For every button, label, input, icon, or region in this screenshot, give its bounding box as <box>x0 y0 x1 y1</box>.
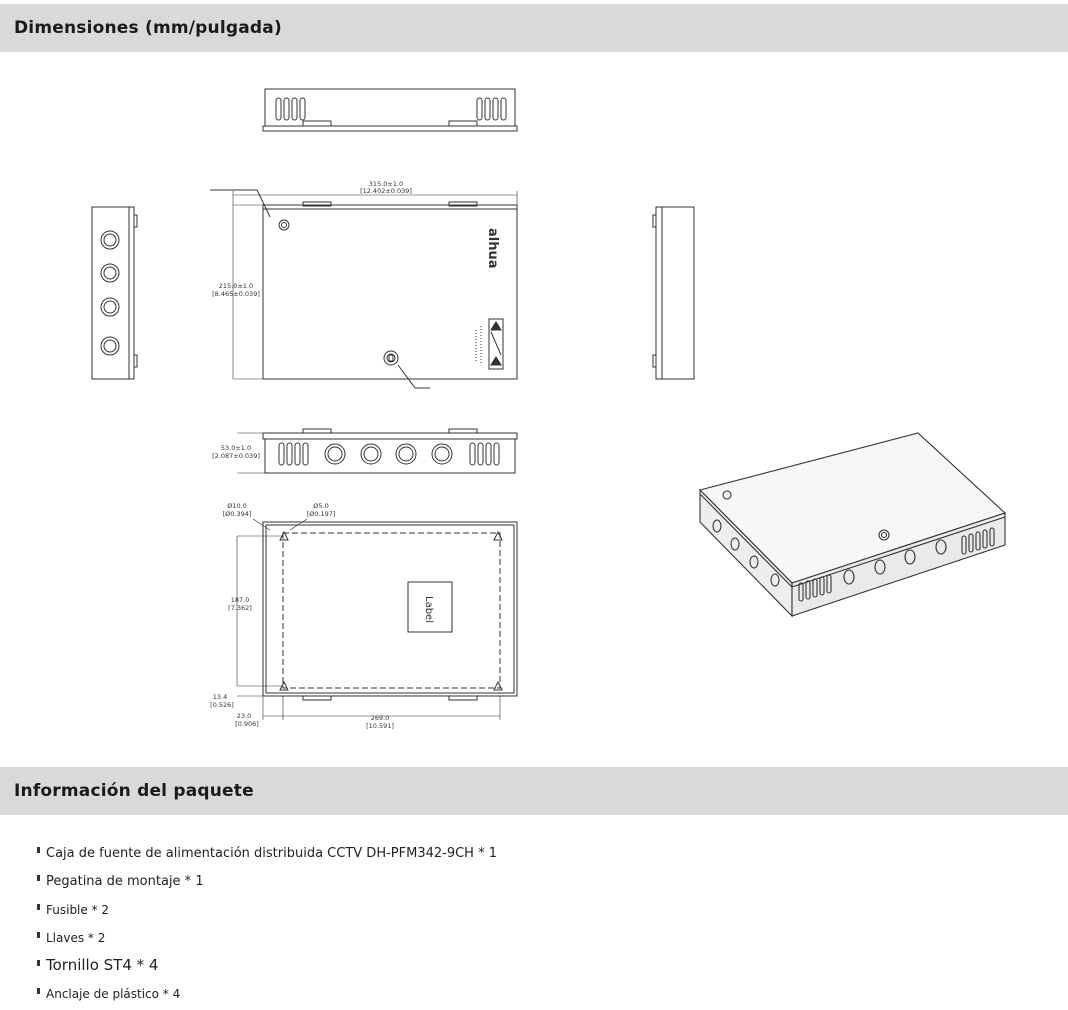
hole2-dim-inch-text: [Ø0.197] <box>307 510 336 518</box>
section-title: Información del paquete <box>14 781 254 801</box>
hole2-dim-text: Ø5.0 <box>313 502 328 510</box>
brand-logo-text: alhua <box>485 228 500 269</box>
depth-dim-text: 53.0±1.0 <box>221 444 251 452</box>
mount-width-dim-text: 269.0 <box>371 714 390 722</box>
bullet-icon <box>37 932 40 938</box>
section-title: Dimensiones (mm/pulgada) <box>14 18 282 38</box>
front-view <box>210 189 518 389</box>
list-item: Tornillo ST4 * 4 <box>37 956 158 974</box>
vent-slots-right <box>476 97 507 121</box>
dimension-drawing: 315.0±1.0 [12.402±0.039] 215.0±1.0 [8.46… <box>0 52 1068 762</box>
bullet-icon <box>37 904 40 910</box>
front-dim-lines <box>232 191 518 380</box>
section-header-dimensions: Dimensiones (mm/pulgada) <box>0 4 1068 52</box>
vent-slots-left <box>275 97 306 121</box>
bullet-icon <box>37 847 40 853</box>
list-item: Llaves * 2 <box>37 931 105 945</box>
label-text: Label <box>423 596 434 623</box>
bullet-icon <box>37 875 40 881</box>
list-item: Anclaje de plástico * 4 <box>37 987 180 1001</box>
isometric-view <box>698 432 1007 618</box>
section-header-package: Información del paquete <box>0 767 1068 815</box>
bottom-offset-dim-inch-text: [0.526] <box>210 701 234 709</box>
height-dim-text: 215.0±1.0 <box>219 282 253 290</box>
bullet-icon <box>37 960 40 966</box>
list-item: Pegatina de montaje * 1 <box>37 874 204 889</box>
bottom-offset-dim-text: 13.4 <box>213 693 227 701</box>
list-item: Caja de fuente de alimentación distribui… <box>37 846 497 861</box>
list-item: Fusible * 2 <box>37 903 109 917</box>
depth-dim-inch-text: [2.087±0.039] <box>212 452 260 460</box>
height-dim-inch-text: [8.465±0.039] <box>212 290 260 298</box>
hole1-dim-text: Ø10.0 <box>227 502 247 510</box>
bullet-icon <box>37 988 40 994</box>
right-side-view <box>652 206 695 380</box>
technical-drawing-svg: 315.0±1.0 [12.402±0.039] 215.0±1.0 [8.46… <box>91 88 1007 730</box>
mount-height-dim-text: 187.0 <box>231 596 250 604</box>
rear-mounting-view <box>236 518 518 720</box>
hole1-dim-inch-text: [Ø0.394] <box>223 510 252 518</box>
label-box <box>407 581 453 633</box>
mount-width-dim-inch-text: [10.591] <box>366 722 394 730</box>
width-dim-inch-text: [12.402±0.039] <box>360 187 412 195</box>
left-offset-dim-text: 23.0 <box>237 712 251 720</box>
left-side-view <box>91 206 138 380</box>
mount-height-dim-inch-text: [7.362] <box>228 604 252 612</box>
left-offset-dim-inch-text: [0.906] <box>235 720 259 728</box>
top-edge-view <box>262 88 518 132</box>
bottom-edge-view <box>237 428 518 474</box>
width-dim-text: 315.0±1.0 <box>369 180 403 188</box>
